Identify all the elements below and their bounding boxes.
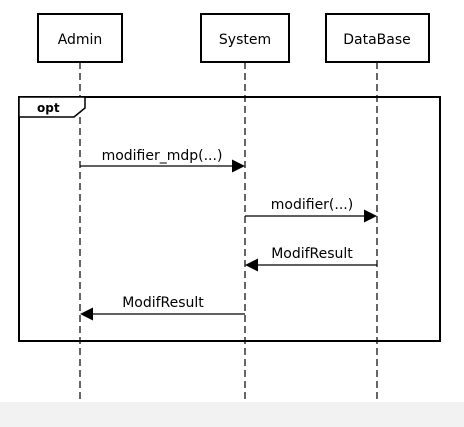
message-modifier-mdp-label: modifier_mdp(...) [102, 148, 223, 164]
opt-fragment-tab [18, 96, 86, 118]
arrowhead [80, 307, 93, 321]
participant-system[interactable]: System [200, 13, 290, 63]
message-modifresult-admin[interactable]: ModifResult [80, 295, 245, 321]
message-modifresult-db[interactable]: ModifResult [245, 246, 377, 272]
arrowhead [364, 209, 377, 223]
message-modifier-mdp[interactable]: modifier_mdp(...) [80, 148, 245, 173]
participant-database-label: DataBase [343, 32, 411, 48]
message-modifier-label: modifier(...) [271, 197, 353, 213]
message-modifresult-db-label: ModifResult [271, 246, 353, 262]
participant-database[interactable]: DataBase [325, 13, 430, 63]
participant-admin[interactable]: Admin [37, 13, 123, 63]
diagram-canvas: Admin System DataBase opt modifier_mdp(.… [0, 0, 464, 402]
message-modifier[interactable]: modifier(...) [245, 197, 377, 223]
message-modifresult-admin-label: ModifResult [122, 295, 204, 311]
arrowhead [245, 258, 258, 272]
opt-fragment[interactable]: opt [18, 96, 441, 342]
participant-system-label: System [219, 32, 271, 48]
opt-fragment-label: opt [37, 101, 60, 115]
participant-admin-label: Admin [58, 32, 103, 48]
arrowhead [232, 159, 245, 173]
sequence-diagram: Admin System DataBase opt modifier_mdp(.… [18, 13, 441, 402]
